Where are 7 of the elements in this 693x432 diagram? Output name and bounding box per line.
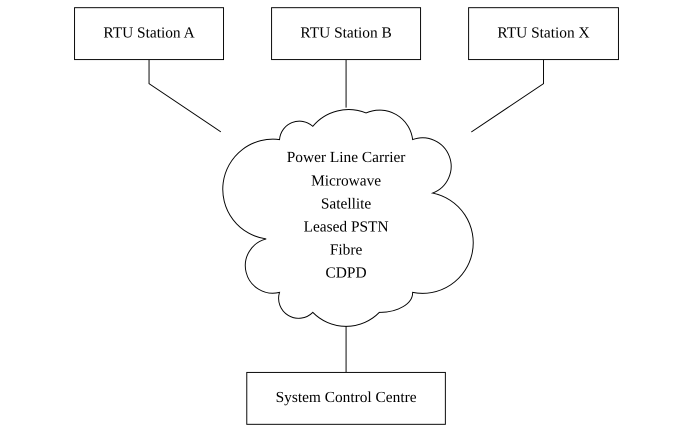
- connector: [470, 59, 544, 132]
- node-box: [468, 7, 619, 60]
- connector: [148, 59, 222, 132]
- node-box: [74, 7, 224, 60]
- connector: [346, 59, 347, 108]
- node-box: [246, 372, 446, 425]
- node-box: [271, 7, 422, 60]
